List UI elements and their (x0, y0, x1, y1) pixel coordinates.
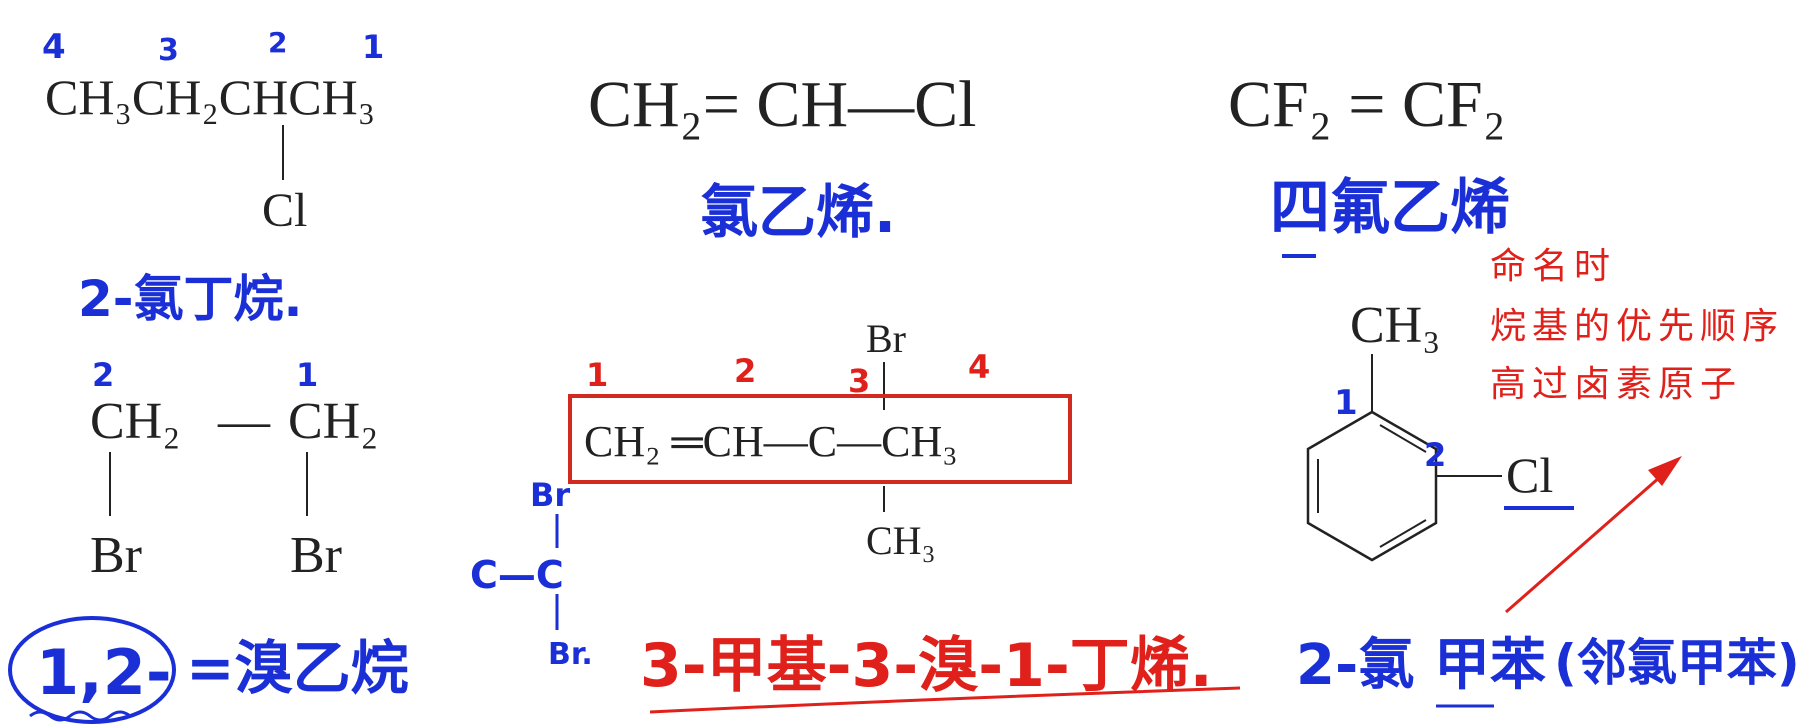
ring-inner-bond-2 (1379, 519, 1427, 548)
molecule-vinyl-chloride: CH₂= CH—Cl 氯乙烯. (588, 68, 976, 246)
sketch-carbons: C—C (470, 553, 564, 597)
squiggle-underline (29, 710, 131, 722)
molecule-1-2-dibromoethane: 2 1 CH₂ — CH₂ Br Br 1,2- =溴乙烷 (8, 356, 409, 724)
toluene-ch3: CH₃ (1350, 297, 1440, 354)
butene-number-4: 4 (968, 348, 990, 386)
sketch-bottom-br: Br. (548, 637, 593, 672)
molecule-2-chlorotoluene: CH₃ Cl 1 2 2-氯 甲苯 (邻氯甲苯) (1296, 297, 1799, 708)
naming-rule-note: 命名时 烷基的优先顺序 高过卤素原子 (1490, 246, 1784, 405)
red-underline (649, 686, 1241, 714)
carbon-number-2: 2 (268, 26, 287, 59)
name-tetrafluoroethylene: 四氟乙烯 (1270, 173, 1510, 243)
branch-sketch: Br C—C Br. (470, 476, 593, 672)
dibromoethane-right-ch2: CH₂ (288, 393, 378, 450)
note-line-2: 烷基的优先顺序 (1490, 306, 1784, 347)
ring-inner-bond-1 (1379, 424, 1427, 453)
butane-main-chain: CH₃CH₂CHCH₃ (45, 69, 375, 125)
butene-bottom-ch3: CH₃ (866, 518, 936, 563)
benzene-ring (1306, 410, 1438, 562)
toluene-cl: Cl (1506, 447, 1553, 503)
red-arrow (1505, 456, 1682, 614)
butene-number-2: 2 (734, 352, 756, 390)
circled-prefix (8, 616, 176, 724)
carbon-number-1: 1 (362, 28, 384, 66)
vinyl-chloride-formula: CH₂= CH—Cl (588, 68, 976, 141)
carbon-number-2: 2 (92, 356, 114, 394)
name-prefix-2-chloro: 2-氯 (1296, 633, 1414, 698)
carbon-number-3: 3 (158, 33, 179, 68)
dibromoethane-left-ch2: CH₂ (90, 393, 180, 450)
name-prefix-1-2: 1,2- (36, 636, 172, 709)
main-chain-highlight-box (568, 394, 1072, 484)
butene-number-1: 1 (586, 356, 608, 394)
molecule-3-methyl-3-bromo-1-butene: Br 1 2 3 4 CH₂ ═CH—C—CH₃ CH₃ 3-甲基-3-溴-1-… (568, 316, 1241, 714)
butane-cl-substituent: Cl (262, 184, 307, 237)
arrow-head (1648, 456, 1682, 486)
left-br: Br (90, 527, 142, 584)
tfe-formula: CF₂ = CF₂ (1228, 68, 1506, 141)
note-line-1: 命名时 (1490, 246, 1616, 287)
name-3-methyl-3-bromo-1-butene: 3-甲基-3-溴-1-丁烯. (640, 631, 1213, 701)
carbon-number-4: 4 (42, 27, 66, 67)
name-2-chlorobutane: 2-氯丁烷. (78, 270, 303, 328)
carbon-number-1: 1 (296, 356, 318, 394)
molecule-2-chlorobutane: 4 3 2 1 CH₃CH₂CHCH₃ Cl 2-氯丁烷. (42, 26, 384, 328)
butene-top-br: Br (866, 316, 906, 361)
name-vinyl-chloride: 氯乙烯. (700, 178, 896, 246)
toluene-number-2: 2 (1424, 436, 1446, 474)
sketch-top-br: Br (530, 476, 570, 514)
toluene-number-1: 1 (1334, 383, 1358, 423)
name-alt-o-chlorotoluene: (邻氯甲苯) (1554, 634, 1799, 692)
dibromoethane-bond: — (217, 393, 271, 450)
molecule-tetrafluoroethylene: CF₂ = CF₂ 四氟乙烯 (1228, 68, 1510, 258)
name-dibromoethane: =溴乙烷 (186, 634, 409, 702)
name-core-toluene: 甲苯 (1434, 633, 1546, 698)
butene-main-chain: CH₂ ═CH—C—CH₃ (584, 417, 958, 466)
note-line-3: 高过卤素原子 (1490, 364, 1742, 405)
right-br: Br (290, 527, 342, 584)
butene-number-3: 3 (848, 362, 870, 400)
